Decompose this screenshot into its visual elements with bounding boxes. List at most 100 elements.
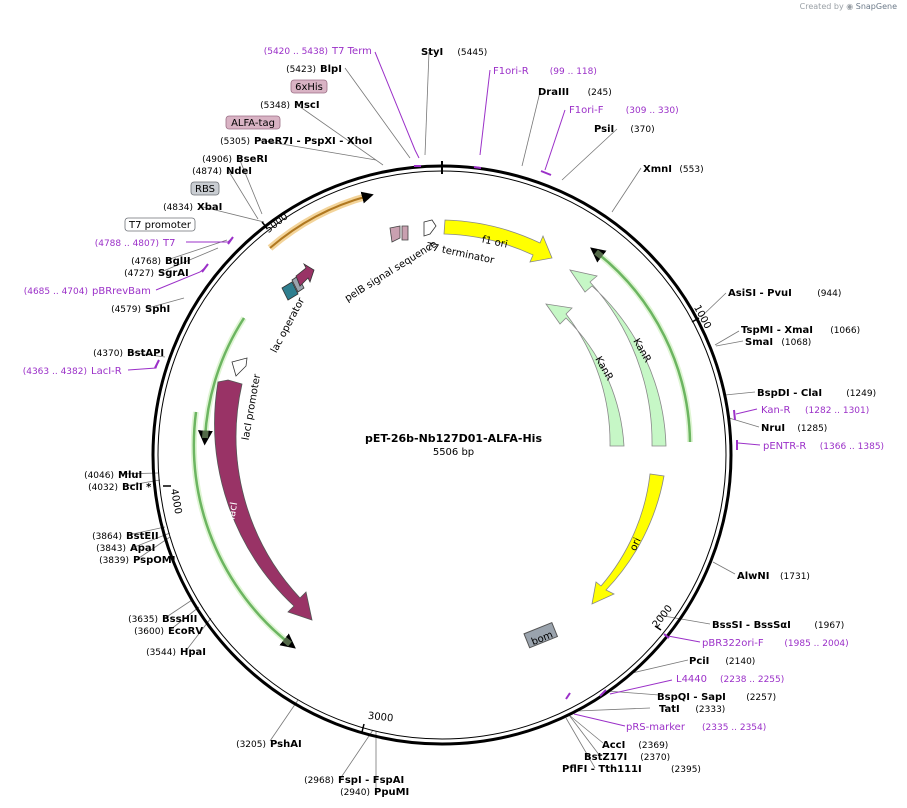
primer-name: T7 [162,238,175,249]
site-name: PshAI [270,739,302,750]
site-name: SgrAI [158,268,189,279]
orf-arc-laci-2 [192,411,296,649]
site-position: (2968) [304,776,334,786]
site-position: (5423) [286,65,316,75]
orf-arc-laci-1 [197,317,246,446]
site-position: (3600) [134,627,164,637]
site-position: (4874) [192,167,222,177]
tick-label-3000: 3000 [367,711,393,725]
site-name: BstAPI [127,348,164,359]
feature-f1-ori [443,219,553,263]
feature-label-laci: lacI [226,501,240,520]
primer-position: (2335 .. 2354) [702,723,766,733]
site-position: (5348) [260,101,290,111]
site-name: ApaI [130,543,155,554]
scale-ticks: 1000 2000 3000 4000 5000 [163,211,713,733]
feature-label-pelb: pelB signal sequence [343,239,439,305]
site-name: NruI [761,423,785,434]
site-position: (1285) [797,424,827,434]
orf-arc-kanr [590,247,692,443]
feature-box [225,115,281,130]
site-name: BglII [165,256,191,267]
primer-name: Kan-R [761,405,790,416]
site-position: (4768) [131,257,161,267]
site-position: (944) [817,289,841,299]
primer-position: (309 .. 330) [626,106,679,116]
site-position: (2940) [340,788,370,798]
site-position: (1068) [781,338,811,348]
site-name: AlwNI [737,571,770,582]
feature-lac-operator [281,281,299,301]
feature-box [290,79,328,94]
primer-position: (1282 .. 1301) [805,406,869,416]
site-position: (1249) [846,389,876,399]
site-position: (370) [630,125,654,135]
site-name: AccI [602,740,625,751]
feature-kanr-outer [569,269,667,447]
site-position: (5305) [220,137,250,147]
primer-position: (2238 .. 2255) [720,675,784,685]
credit-brand: SnapGene [855,2,897,11]
feature-box [124,217,196,232]
site-name: StyI [421,47,443,58]
primer-name: F1ori-R [493,66,529,77]
feature-label-kanr-2: KanR [592,355,614,383]
site-name: PpuMI [374,787,409,798]
site-position: (1731) [780,572,810,582]
primer-position: (4685 .. 4704) [24,287,88,297]
site-position: (245) [588,88,612,98]
feature-box-label: T7 promoter [128,220,192,231]
feature-label-laci-promoter: lacI promoter [241,372,264,441]
site-name: BlpI [320,64,342,75]
feature-rbs [291,275,305,293]
primer-name: T7 Term [331,46,372,57]
site-name: XbaI [197,202,222,213]
feature-small-tag [401,225,409,241]
site-name: MluI [118,470,142,481]
primer-marks [154,165,738,700]
primer-name: pBR322ori-F [702,638,764,649]
credit-prefix: Created by [799,2,844,11]
feature-label-ori: ori [628,536,643,552]
feature-t7-terminator [423,219,437,237]
feature-bom [523,621,559,649]
site-position: (1066) [830,326,860,336]
site-position: (2369) [638,741,668,751]
site-position: (553) [679,165,703,175]
site-name: AsiSI - PvuI [728,288,792,299]
site-position: (2257) [746,693,776,703]
site-name: BssHII [162,614,197,625]
snapgene-logo-icon: ◉ [846,2,854,11]
primer-position: (1366 .. 1385) [820,442,884,452]
site-position: (4032) [88,483,118,493]
site-position: (4370) [93,349,123,359]
site-name: DraIII [538,87,569,98]
feature-label-f1-ori: f1 ori [481,234,509,250]
site-name: PflFI - Tth111I [562,764,642,775]
primer-name: LacI-R [91,366,122,377]
feature-box [190,181,220,196]
primer-position: (4788 .. 4807) [95,239,159,249]
site-position: (3843) [96,544,126,554]
feature-pelb [389,225,401,243]
site-name: BstEII [126,531,159,542]
site-name: PaeR7I - PspXI - XhoI [254,136,372,147]
feature-pelb-arrow [295,262,315,287]
site-position: (4579) [111,305,141,315]
site-position: (4727) [124,269,154,279]
site-position: (2333) [695,705,725,715]
site-name: PsiI [594,124,614,135]
site-name: BspQI - SapI [657,692,726,703]
feature-box-label: 6xHis [295,82,323,93]
feature-ori [591,473,665,605]
site-position: (4906) [202,155,232,165]
site-name: NdeI [226,166,252,177]
site-name: EcoRV [168,626,203,637]
primer-position: (1985 .. 2004) [784,639,848,649]
primer-position: (5420 .. 5438) [264,47,328,57]
feature-label-lac-operator: lac operator [269,295,308,354]
site-position: (2370) [640,753,670,763]
site-name: TatI [659,704,680,715]
site-name: BssSI - BssSαI [712,620,791,631]
